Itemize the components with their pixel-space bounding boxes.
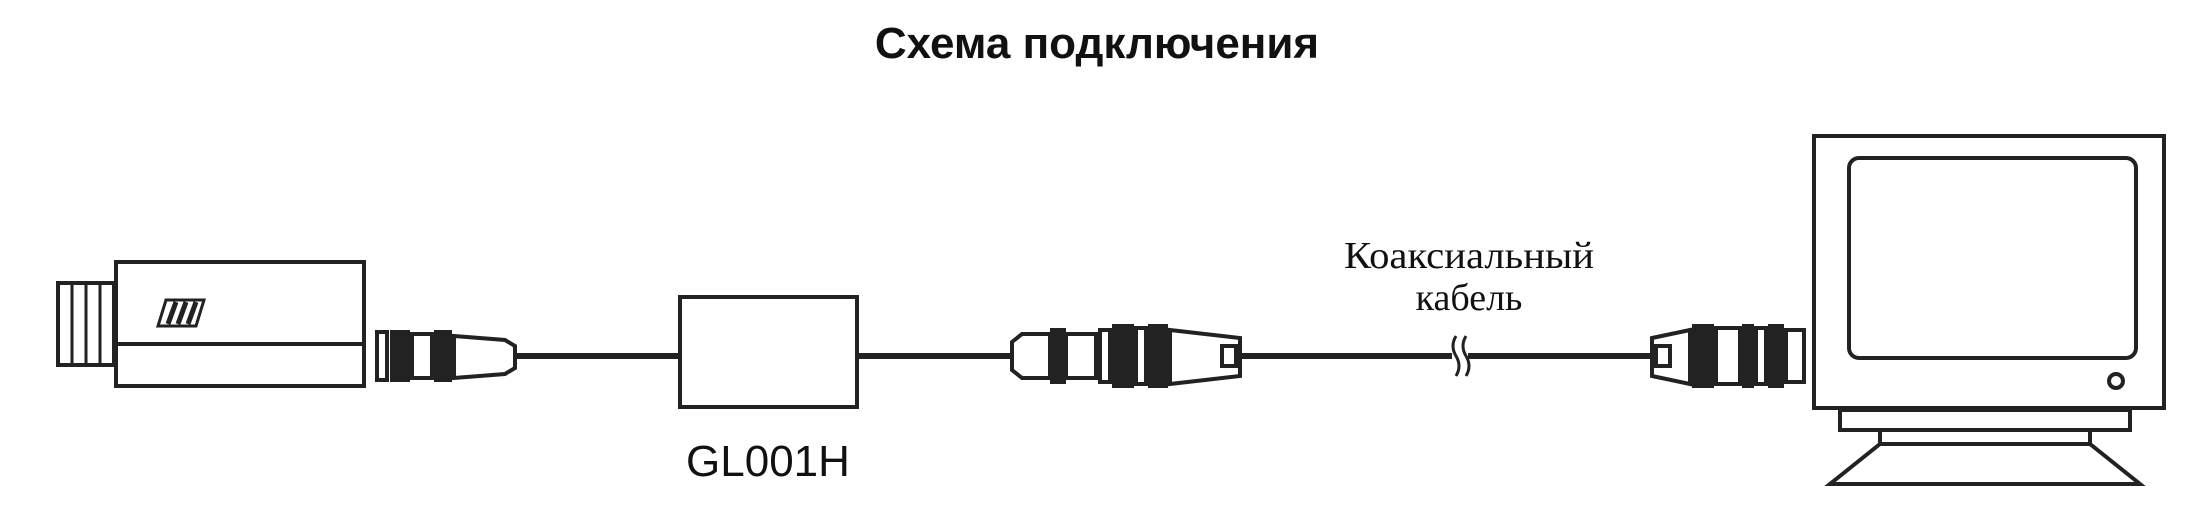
cable-break-icon <box>1451 335 1471 377</box>
gl001h-device-box <box>678 295 859 409</box>
device-label: GL001H <box>686 437 850 486</box>
camera-icon <box>56 260 366 388</box>
bnc-connector-icon <box>375 330 517 382</box>
cable-label-line1: Коаксиальный <box>1344 235 1594 277</box>
monitor-icon <box>1812 134 2166 486</box>
bnc-connector-pair-icon <box>1010 324 1242 388</box>
cable-label-line2: кабель <box>1416 277 1523 319</box>
bnc-connector-icon <box>1650 324 1806 388</box>
diagram-title: Схема подключения <box>875 19 1319 68</box>
